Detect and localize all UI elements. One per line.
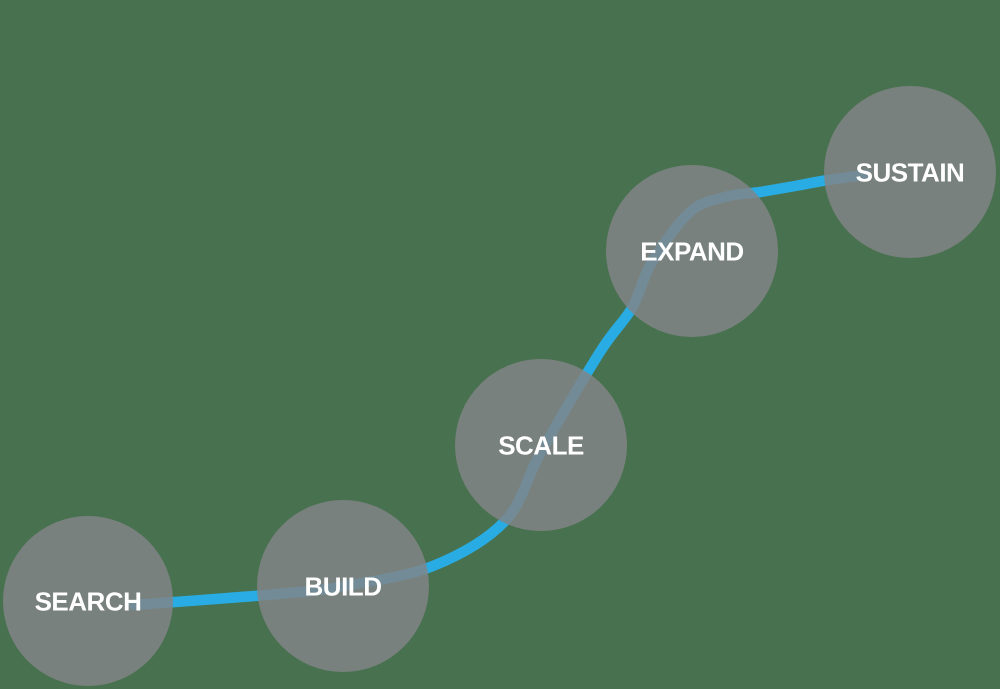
stage-circle [455,359,627,531]
stage-node-scale: SCALE [455,359,627,531]
stage-nodes: SEARCH BUILD SCALE EXPAND SUSTAIN [3,86,996,686]
stage-circle [824,86,996,258]
stage-label: SUSTAIN [856,157,965,187]
stage-label: BUILD [305,571,382,601]
stage-circle [3,516,173,686]
stage-node-expand: EXPAND [606,165,778,337]
stage-label: SEARCH [35,586,142,616]
stage-circle [257,500,429,672]
stage-circle [606,165,778,337]
stage-node-sustain: SUSTAIN [824,86,996,258]
stage-label: EXPAND [640,236,743,266]
stage-node-build: BUILD [257,500,429,672]
stage-label: SCALE [498,430,584,460]
stage-node-search: SEARCH [3,516,173,686]
